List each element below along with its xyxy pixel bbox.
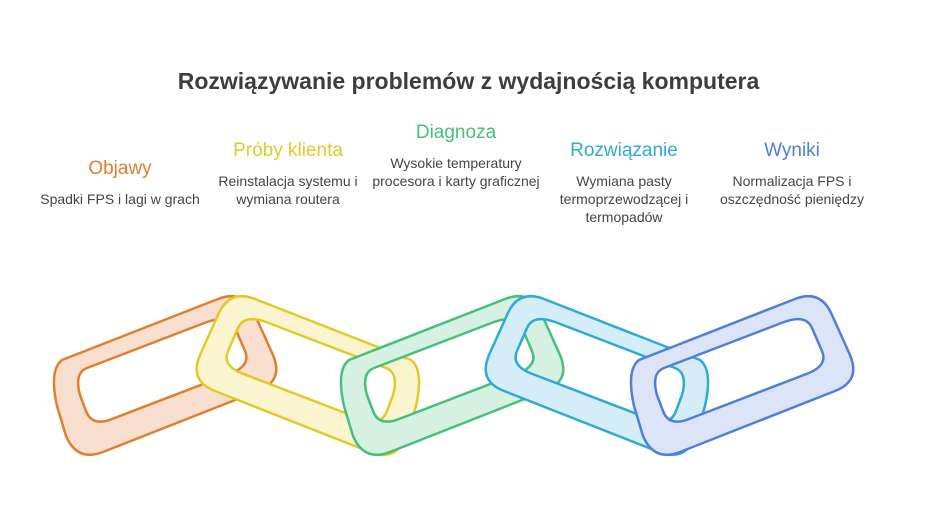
stage-heading: Objawy: [88, 158, 152, 179]
stage-diagnoza: Diagnoza Wysokie temperatury procesora i…: [371, 122, 541, 190]
stage-rozwiazanie: Rozwiązanie Wymiana pasty termoprzewodzą…: [539, 140, 709, 226]
stage-heading: Diagnoza: [415, 122, 497, 143]
stage-proby-klienta: Próby klienta Reinstalacja systemu i wym…: [203, 140, 373, 208]
stage-heading: Rozwiązanie: [570, 140, 678, 161]
stage-description: Reinstalacja systemu i wymiana routera: [218, 173, 358, 207]
stage-description: Normalizacja FPS i oszczędność pieniędzy: [720, 173, 864, 207]
stage-description: Wymiana pasty termoprzewodzącej i termop…: [559, 173, 689, 225]
diagram-title: Rozwiązywanie problemów z wydajnością ko…: [177, 68, 760, 94]
stage-heading: Wyniki: [764, 140, 820, 161]
stage-wyniki: Wyniki Normalizacja FPS i oszczędność pi…: [707, 140, 877, 208]
stage-objawy: Objawy Spadki FPS i lagi w grach: [35, 158, 205, 208]
link-wyniki: [629, 294, 855, 457]
stage-description: Wysokie temperatury procesora i karty gr…: [372, 155, 540, 189]
stage-heading: Próby klienta: [233, 140, 343, 161]
stage-description: Spadki FPS i lagi w grach: [40, 191, 200, 207]
